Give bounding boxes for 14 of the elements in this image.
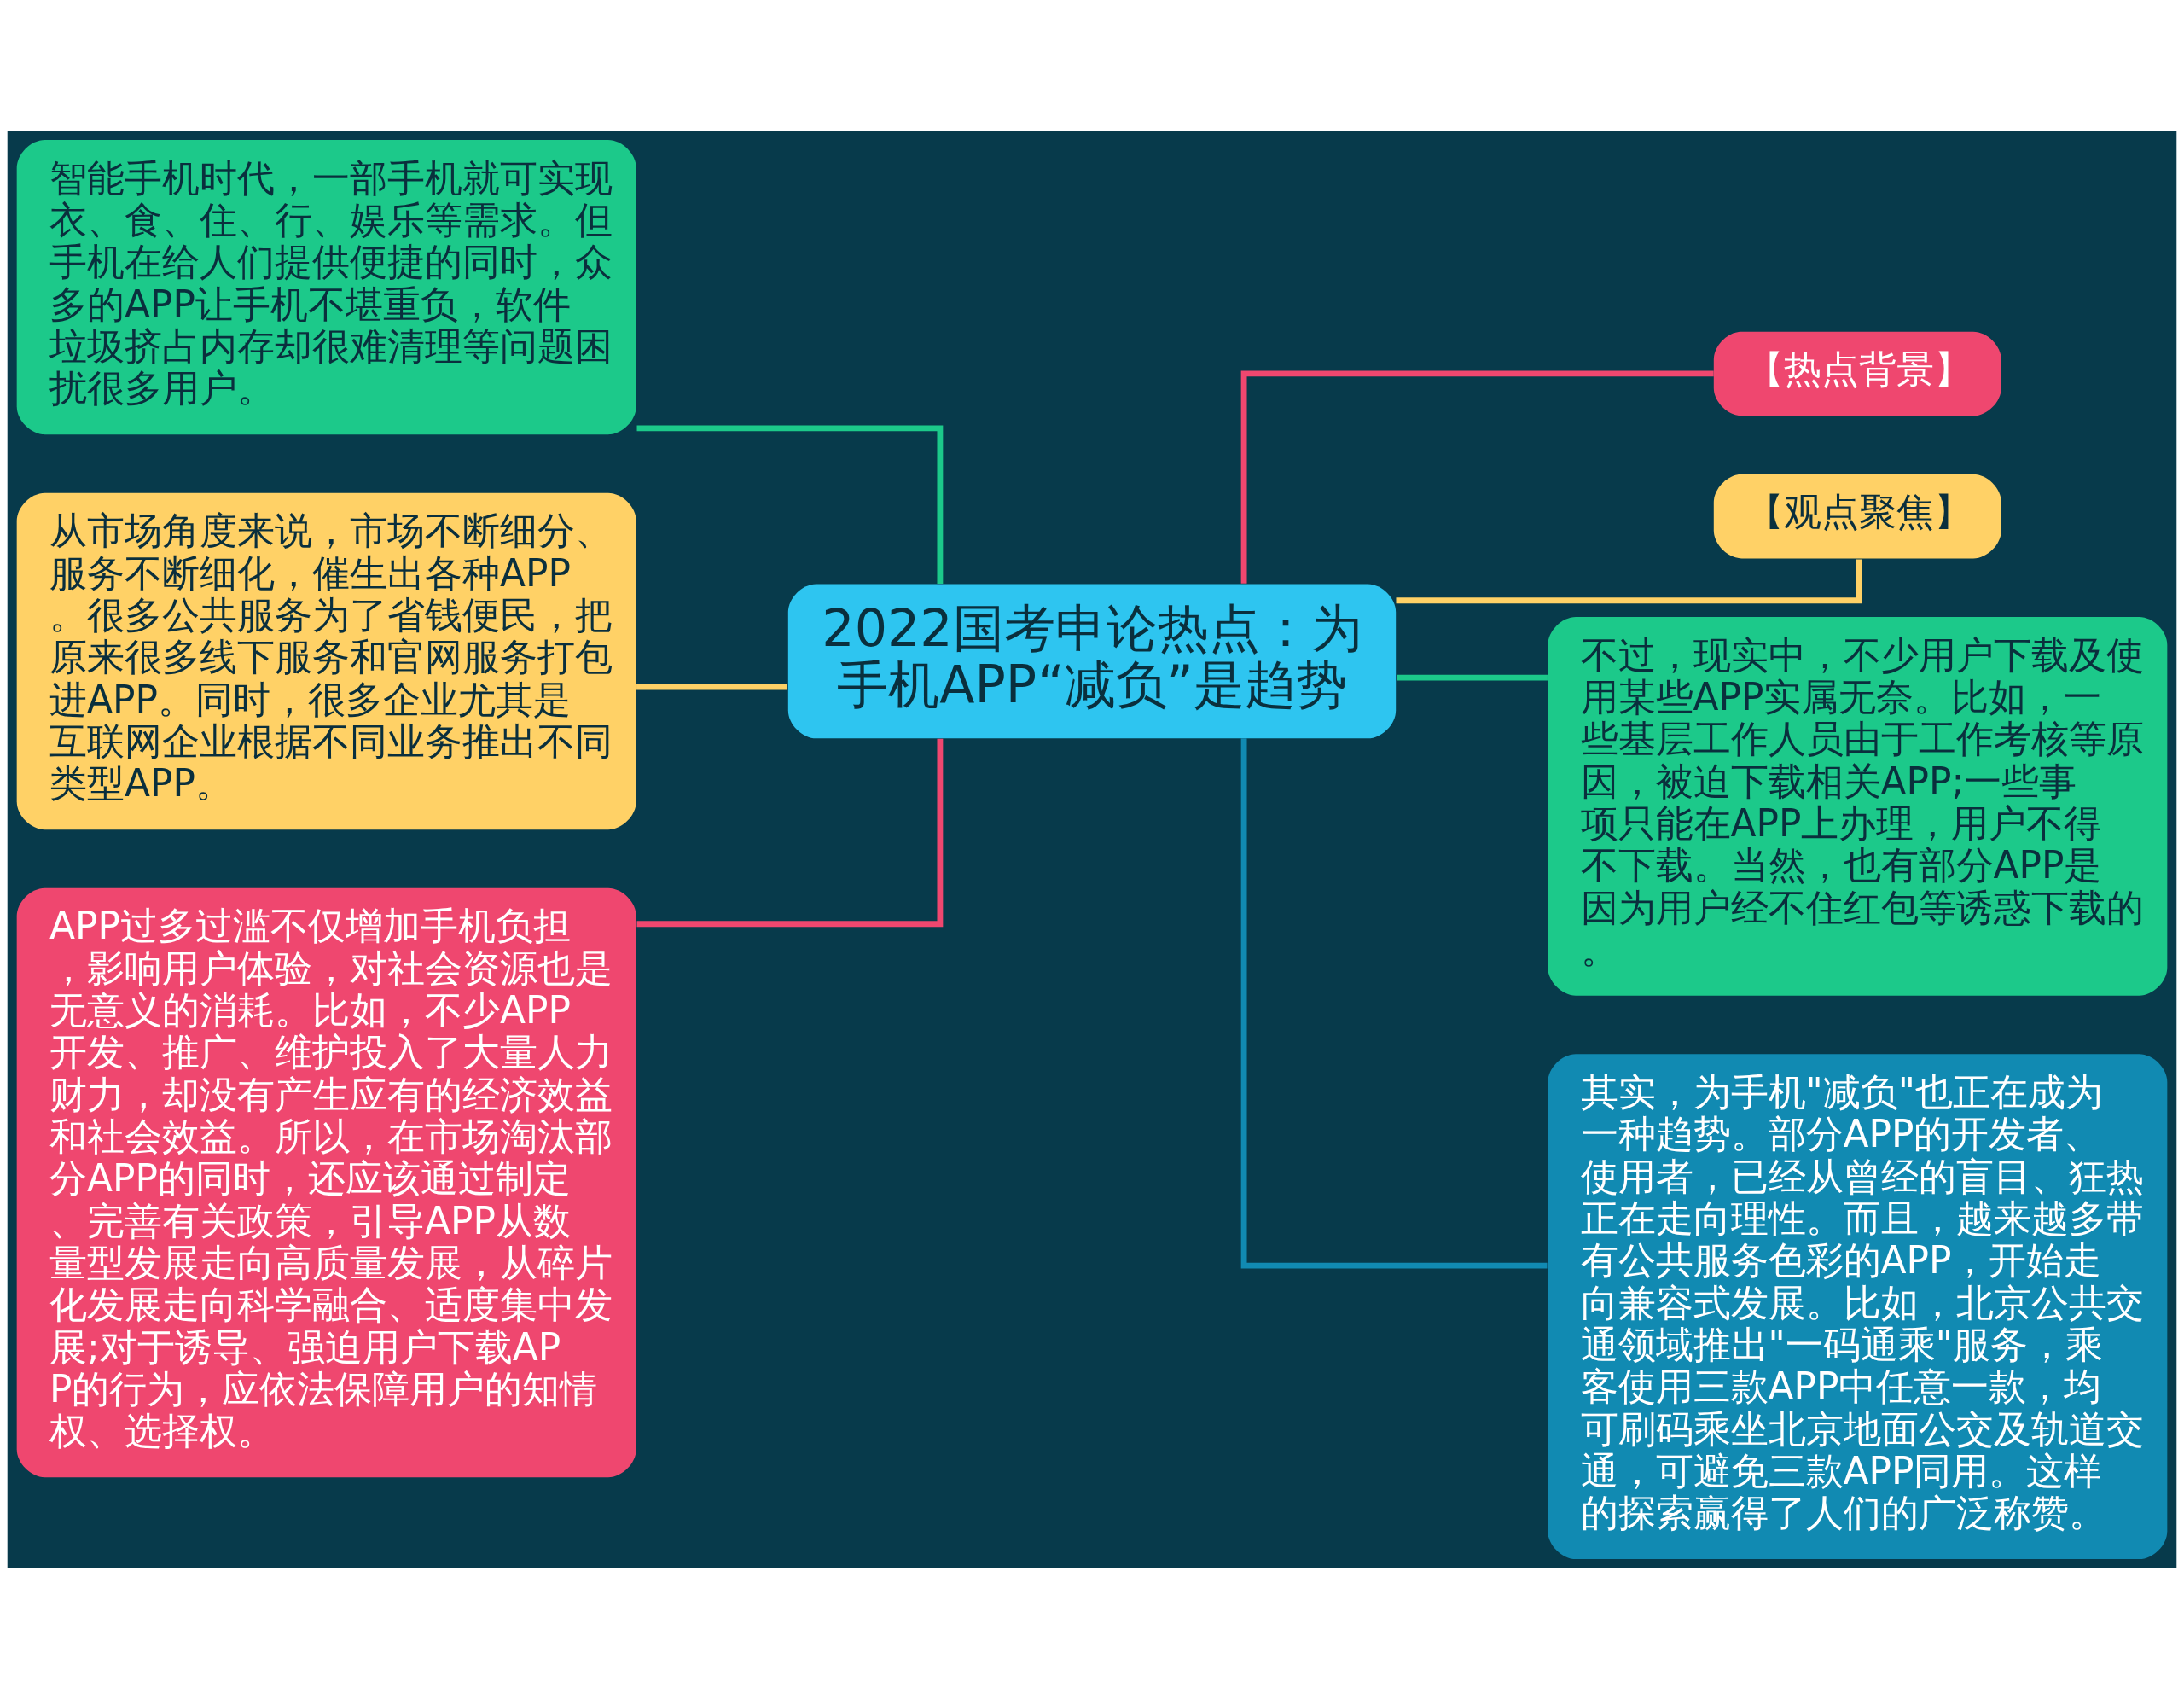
node-box: 从市场角度来说，市场不断细分、服务不断细化，催生出各种APP。很多公共服务为了省钱便民，把原来很多线下服务和官网服务打包进APP。同时，很多企业尤其是互联网企业根据不同业务推出不同类型APP。	[16, 492, 636, 830]
connector	[636, 425, 944, 584]
connector	[636, 738, 944, 928]
node-box: 【热点背景】	[1713, 331, 2001, 416]
connector	[1397, 674, 1548, 681]
connector	[1240, 370, 1714, 584]
node-box: 不过，现实中，不少用户下载及使用某些APP实属无奈。比如，一些基层工作人员由于工作考核等原因，被迫下载相关APP;一些事项只能在APP上办理，用户不得不下载。当然，也有部分APP是因为用户经不住红包等诱惑下载的。	[1548, 616, 2168, 996]
node-box: 智能手机时代，一部手机就可实现衣、食、住、行、娱乐等需求。但手机在给人们提供便捷的同时，众多的APP让手机不堪重负，软件垃圾挤占内存却很难清理等问题困扰很多用户。	[16, 139, 636, 435]
node-box: 2022国考申论热点：为手机APP“减负”是趋势	[787, 584, 1397, 739]
connector	[1240, 738, 1548, 1269]
node-box: 其实，为手机"减负"也正在成为一种趋势。部分APP的开发者、使用者，已经从曾经的盲目、狂热正在走向理性。而且，越来越多带有公共服务色彩的APP，开始走向兼容式发展。比如，北京公共交通领域推出"一码通乘"服务，乘客使用三款APP中任意一款，均可刷码乘坐北京地面公交及轨道交通，可避免三款APP同用。这样的探索赢得了人们的广泛称赞。	[1548, 1054, 2168, 1560]
node-box: APP过多过滥不仅增加手机负担，影响用户体验，对社会资源也是无意义的消耗。比如，不少APP开发、推广、维护投入了大量人力财力，却没有产生应有的经济效益和社会效益。所以，在市场淘汰部分APP的同时，还应该通过制定、完善有关政策，引导APP从数量型发展走向高质量发展，从碎片化发展走向科学融合、适度集中发展;对于诱导、强迫用户下载APP的行为，应依法保障用户的知情权、选择权。	[16, 887, 636, 1478]
node-box: 【观点聚焦】	[1713, 474, 2001, 559]
connector	[636, 684, 787, 690]
